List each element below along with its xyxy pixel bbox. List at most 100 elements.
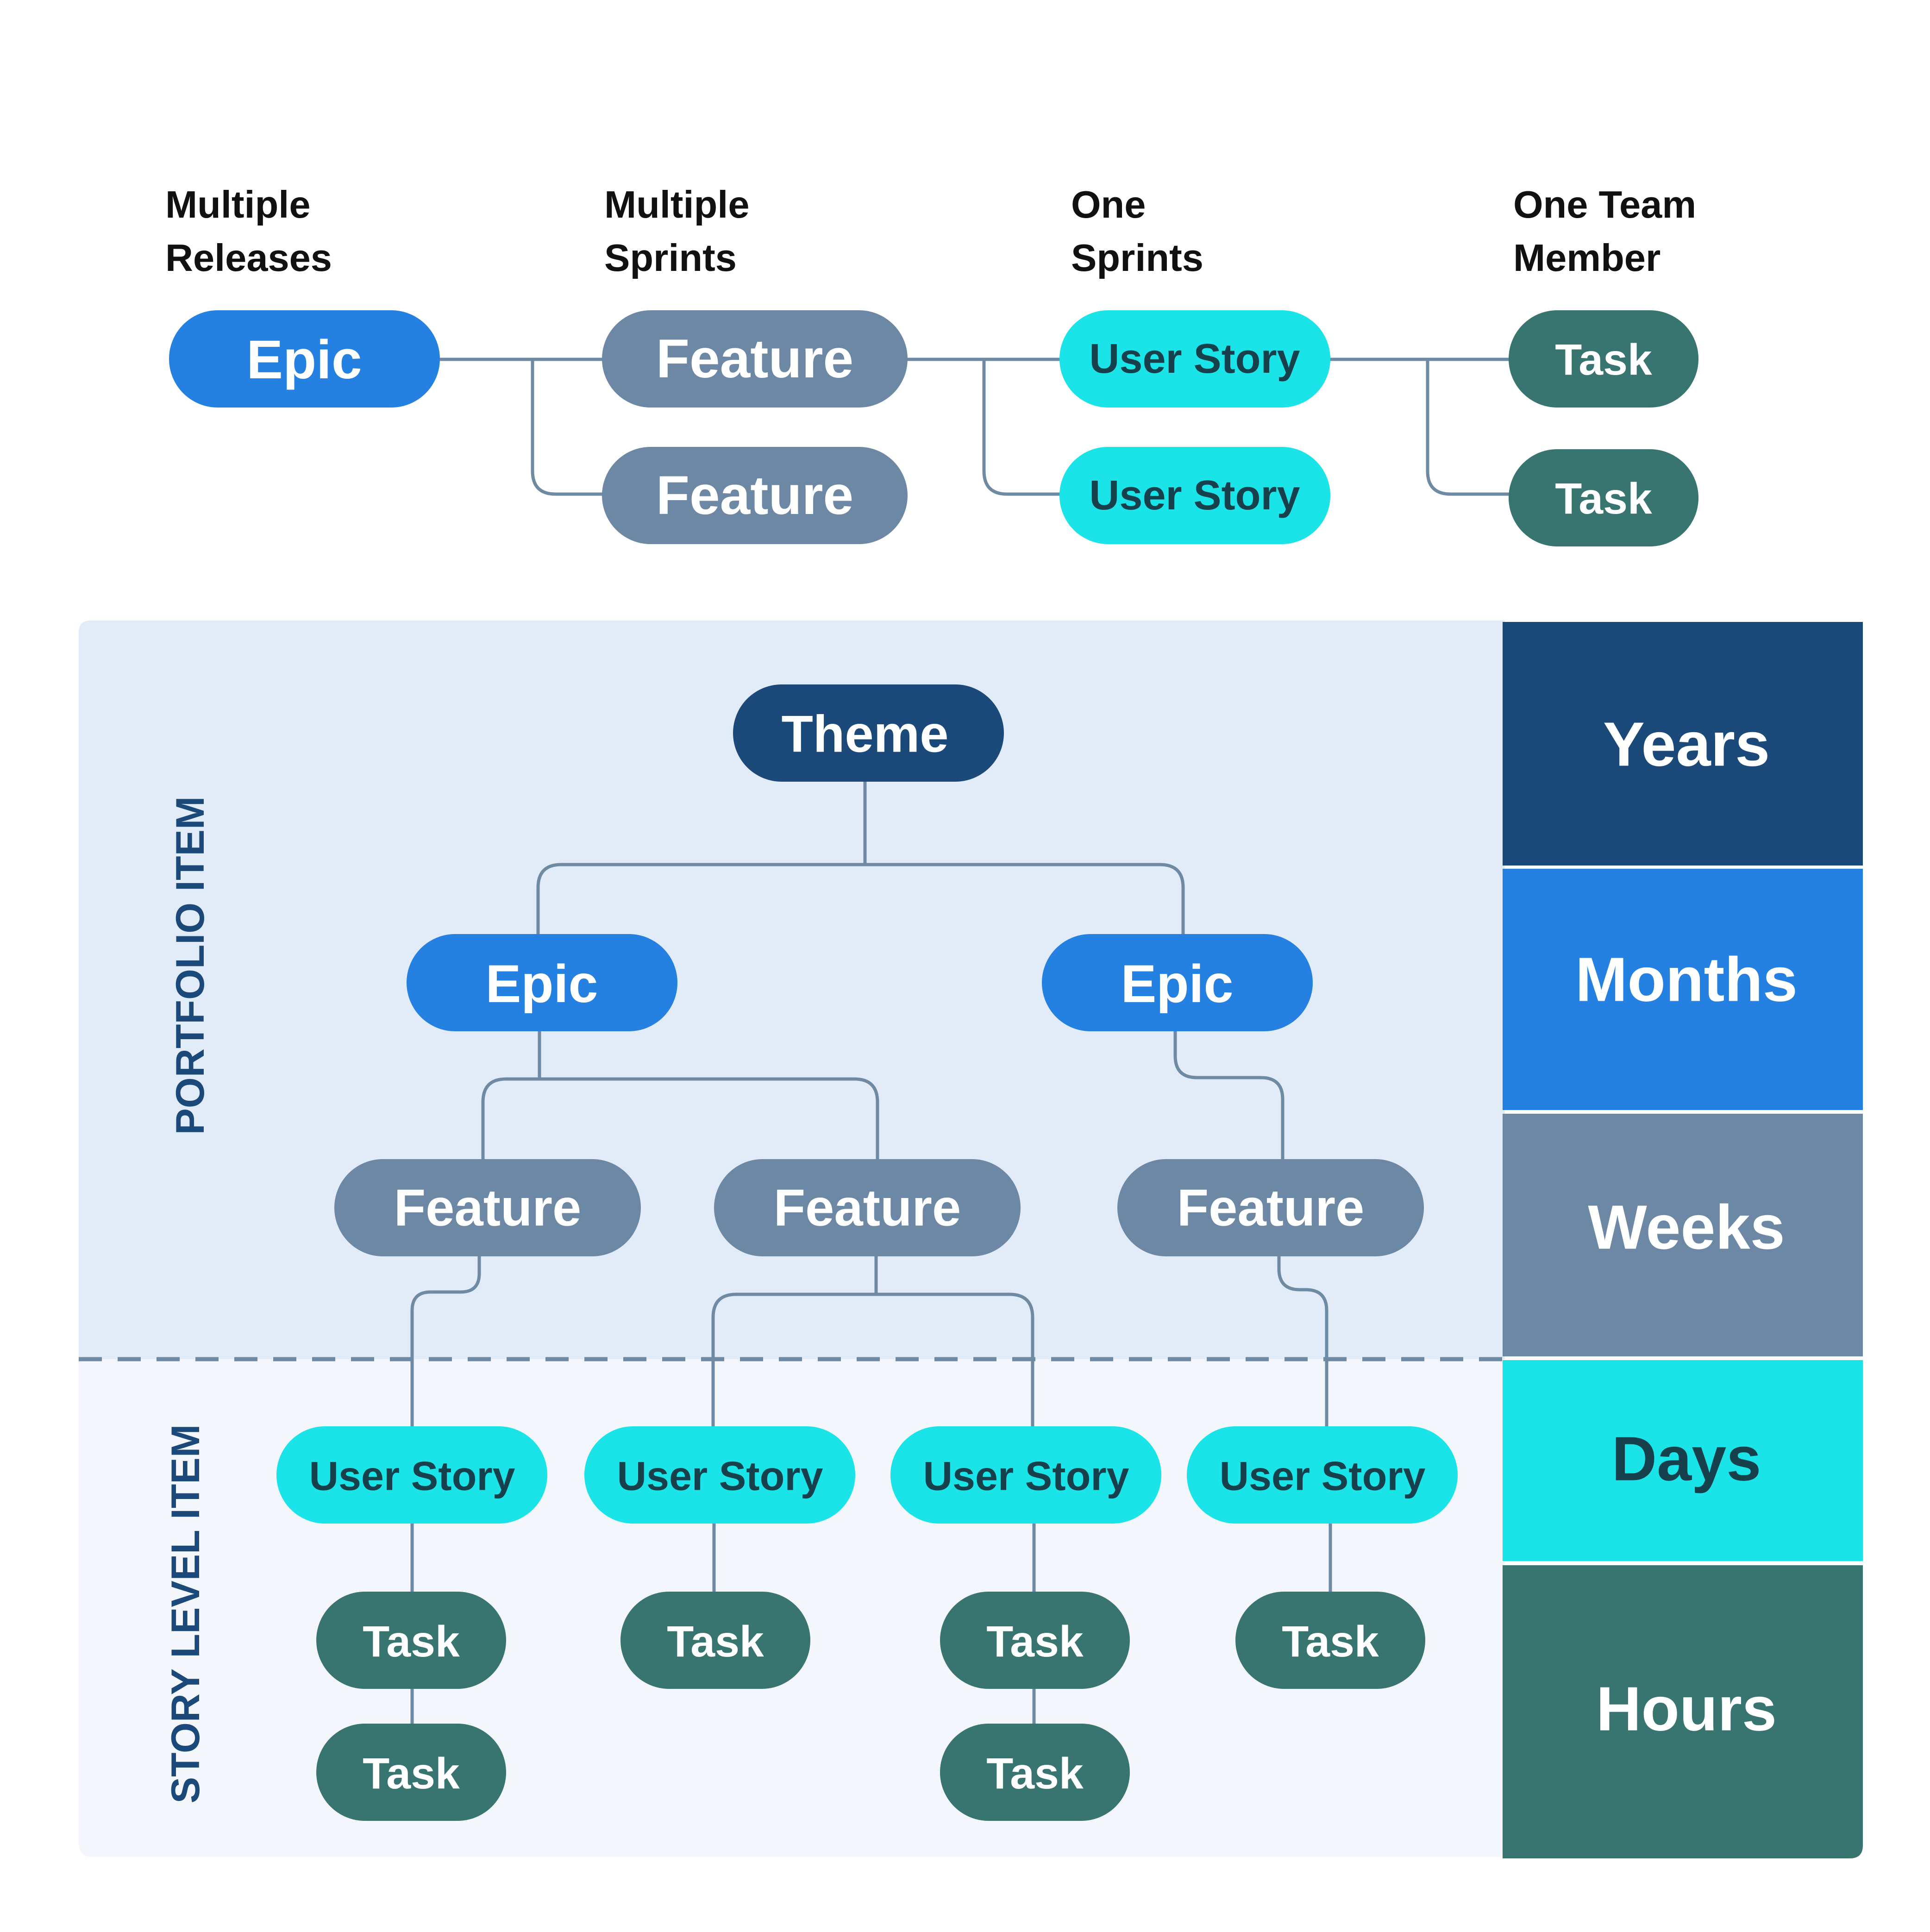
flow-task-pill-2: Task [1509,449,1698,546]
timescale-months-label: Months [1575,945,1798,1015]
epic-label-2: Epic [1121,954,1234,1014]
flow-story-label-2: User Story [1089,472,1300,519]
flow-feature-shape-1 [602,310,908,408]
story-label-2: User Story [617,1453,823,1499]
connector-feature1-story [410,1251,481,1428]
feature-shape-3 [1117,1159,1424,1256]
story-label-1: User Story [309,1453,515,1499]
feature-node-2: Feature [714,1159,1021,1256]
epic-label-1: Epic [486,954,598,1014]
timescale-days-label: Days [1612,1424,1761,1494]
feature-shape-1 [334,1159,641,1256]
task-label-1: Task [363,1617,460,1666]
task-shape-4 [940,1592,1130,1689]
flow-header-sprints-line1: Multiple [604,183,750,226]
epic-shape-2 [1042,934,1313,1031]
flow-header-one-sprint-line1: One [1071,183,1146,226]
flow-feature-label-2: Feature [656,465,853,526]
timescale-hours-block [1503,1565,1863,1858]
connector-feature3-story [1277,1251,1328,1428]
flow-section: Multiple Releases Multiple Sprints One S… [165,183,1698,546]
timescale-days-block [1503,1360,1863,1561]
theme-node: Theme [733,684,1004,782]
flow-story-pill-2: User Story [1059,447,1330,544]
connector-epic2-feature [1173,1026,1285,1162]
task-shape-3 [620,1592,810,1689]
timescale-years-block [1503,622,1863,866]
story-node-2: User Story [584,1426,855,1524]
connector-theme-epics [536,776,1185,937]
task-shape-1 [316,1592,506,1689]
task-node-3: Task [620,1592,810,1689]
task-label-6: Task [1282,1617,1379,1666]
feature-shape-2 [714,1159,1021,1256]
theme-label: Theme [782,705,949,763]
flow-task-label-1: Task [1555,335,1652,384]
story-node-3: User Story [890,1426,1161,1524]
feature-label-3: Feature [1177,1179,1365,1237]
task-node-5: Task [940,1724,1130,1821]
task-node-4: Task [940,1592,1130,1689]
hierarchy-connectors [410,776,1332,1729]
flow-header-team-member-line2: Member [1513,236,1661,279]
timescale-years-label: Years [1603,709,1770,779]
flow-epic-label: Epic [246,329,362,390]
flow-header-sprints-line2: Sprints [604,236,737,279]
task-shape-2 [316,1724,506,1821]
story-shape-2 [584,1426,855,1524]
flow-task-shape-2 [1509,449,1698,546]
timescale-months-block [1503,869,1863,1110]
story-level-item-label: STORY LEVEL ITEM [163,1424,208,1804]
flow-story-shape-2 [1059,447,1330,544]
connector-epic1-features [481,1026,879,1162]
timescale-weeks-block [1503,1114,1863,1356]
task-label-3: Task [667,1617,764,1666]
flow-header-releases-line2: Releases [165,236,332,279]
portfolio-item-label: PORTFOLIO ITEM [168,797,213,1135]
hierarchy-panel: PORTFOLIO ITEM STORY LEVEL ITEM Theme Ep… [79,621,1505,1857]
flow-task-shape-1 [1509,310,1698,408]
flow-connector-epic-feature [436,358,606,496]
feature-node-3: Feature [1117,1159,1424,1256]
flow-feature-label-1: Feature [656,328,853,389]
story-node-4: User Story [1187,1426,1458,1524]
story-label-3: User Story [923,1453,1129,1499]
story-shape-4 [1187,1426,1458,1524]
connector-feature2-stories [711,1251,1034,1428]
epic-shape-1 [407,934,677,1031]
theme-shape [733,684,1004,782]
timescale-column: Years Months Weeks Days Hours [1503,622,1863,1858]
timescale-weeks-label: Weeks [1588,1192,1785,1262]
task-label-4: Task [986,1617,1084,1666]
flow-epic-pill: Epic [169,310,440,408]
epic-node-2: Epic [1042,934,1313,1031]
flow-feature-pill-2: Feature [602,447,908,544]
flow-epic-shape [169,310,440,408]
story-label-4: User Story [1219,1453,1425,1499]
flow-header-releases-line1: Multiple [165,183,311,226]
flow-feature-shape-2 [602,447,908,544]
task-shape-6 [1235,1592,1425,1689]
flow-feature-pill-1: Feature [602,310,908,408]
flow-connector-feature-story [903,358,1062,496]
task-node-6: Task [1235,1592,1425,1689]
timescale-hours-label: Hours [1596,1674,1777,1744]
feature-node-1: Feature [334,1159,641,1256]
flow-connectors [436,358,1510,496]
task-node-1: Task [316,1592,506,1689]
story-shape-3 [890,1426,1161,1524]
flow-story-shape-1 [1059,310,1330,408]
task-shape-5 [940,1724,1130,1821]
flow-story-pill-1: User Story [1059,310,1330,408]
story-node-1: User Story [276,1426,547,1524]
flow-task-label-2: Task [1555,474,1652,523]
story-shape-1 [276,1426,547,1524]
flow-header-team-member-line1: One Team [1513,183,1696,226]
flow-header-one-sprint-line2: Sprints [1071,236,1203,279]
epic-node-1: Epic [407,934,677,1031]
flow-story-label-1: User Story [1089,336,1300,382]
flow-task-pill-1: Task [1509,310,1698,408]
feature-label-2: Feature [774,1179,961,1237]
